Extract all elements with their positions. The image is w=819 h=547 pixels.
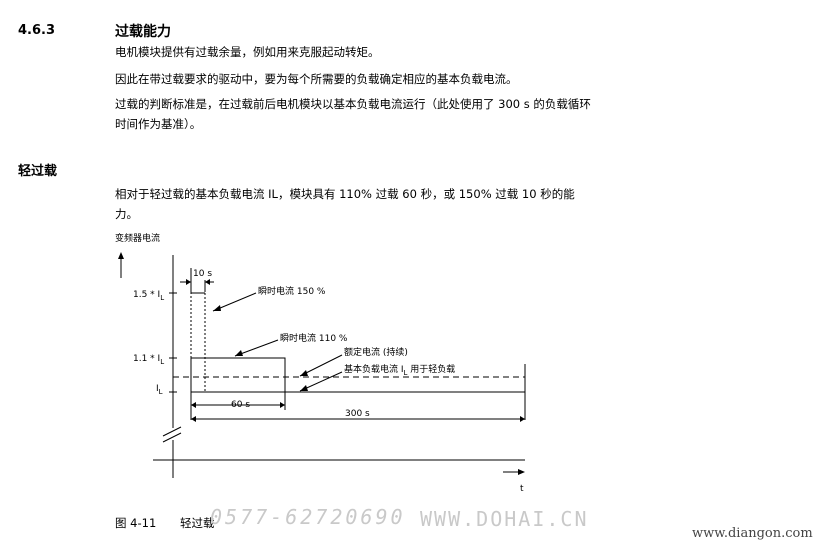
- dim-300s-arrowhead-left: [191, 416, 196, 422]
- annotation-rated-leader: [299, 354, 343, 377]
- y-axis-arrowhead: [118, 252, 124, 259]
- x-axis-label: t: [520, 484, 524, 494]
- dim-10s-arrowhead-left: [186, 279, 191, 285]
- section-title: 过载能力: [115, 24, 171, 40]
- annotation-base-arrowhead: [300, 385, 308, 391]
- annotation-110-leader: [234, 339, 279, 357]
- watermark-site2: www.diangon.com: [692, 526, 813, 541]
- annotation-110: 瞬时电流 110 %: [280, 332, 348, 344]
- axis-break-mark-2: [162, 432, 182, 443]
- annotation-110-arrowhead: [235, 350, 243, 356]
- paragraph-1: 电机模块提供有过载余量，例如用来克服起动转矩。: [115, 45, 380, 59]
- paragraph-3: 过载的判断标准是，在过载前后电机模块以基本负载电流运行（此处使用了 300 s …: [115, 97, 591, 131]
- annotation-rated: 额定电流 (持续): [344, 346, 408, 358]
- section-number: 4.6.3: [18, 23, 56, 38]
- watermark-phone: 0577-62720690: [210, 505, 406, 529]
- pulse-110: [190, 357, 286, 392]
- watermark-site: WWW.DOHAI.CN: [420, 507, 589, 531]
- dim-300s-label: 300 s: [345, 409, 370, 419]
- dim-10s-arrowhead-right: [205, 279, 210, 285]
- dim-300s-arrowhead-right: [520, 416, 525, 422]
- axis-break-mark-1: [162, 426, 182, 437]
- subsection-title: 轻过载: [18, 164, 58, 179]
- figure-caption: 轻过载: [180, 516, 215, 530]
- dim-60s-arrowhead-right: [280, 402, 285, 408]
- subsection-paragraph: 相对于轻过载的基本负载电流 IL，模块具有 110% 过载 60 秒，或 150…: [115, 187, 575, 221]
- x-axis-arrowhead: [518, 469, 525, 475]
- tick-label-1-1: 1.1 * IL: [133, 354, 164, 366]
- tick-label-il: IL: [156, 384, 163, 396]
- dim-10s-label: 10 s: [193, 269, 212, 279]
- annotation-rated-arrowhead: [300, 370, 308, 376]
- paragraph-2: 因此在带过载要求的驱动中，要为每个所需要的负载确定相应的基本负载电流。: [115, 72, 518, 86]
- annotation-base-leader: [299, 371, 343, 392]
- annotation-150: 瞬时电流 150 %: [258, 285, 326, 297]
- dim-60s-arrowhead-left: [191, 402, 196, 408]
- tick-label-1-5: 1.5 * IL: [133, 290, 164, 302]
- dim-60s-label: 60 s: [231, 400, 250, 410]
- annotation-150-arrowhead: [213, 305, 221, 311]
- annotation-base: 基本负载电流 IL 用于轻负载: [344, 363, 455, 377]
- y-axis-title: 变频器电流: [115, 232, 160, 244]
- figure-label: 图 4-11: [115, 516, 157, 530]
